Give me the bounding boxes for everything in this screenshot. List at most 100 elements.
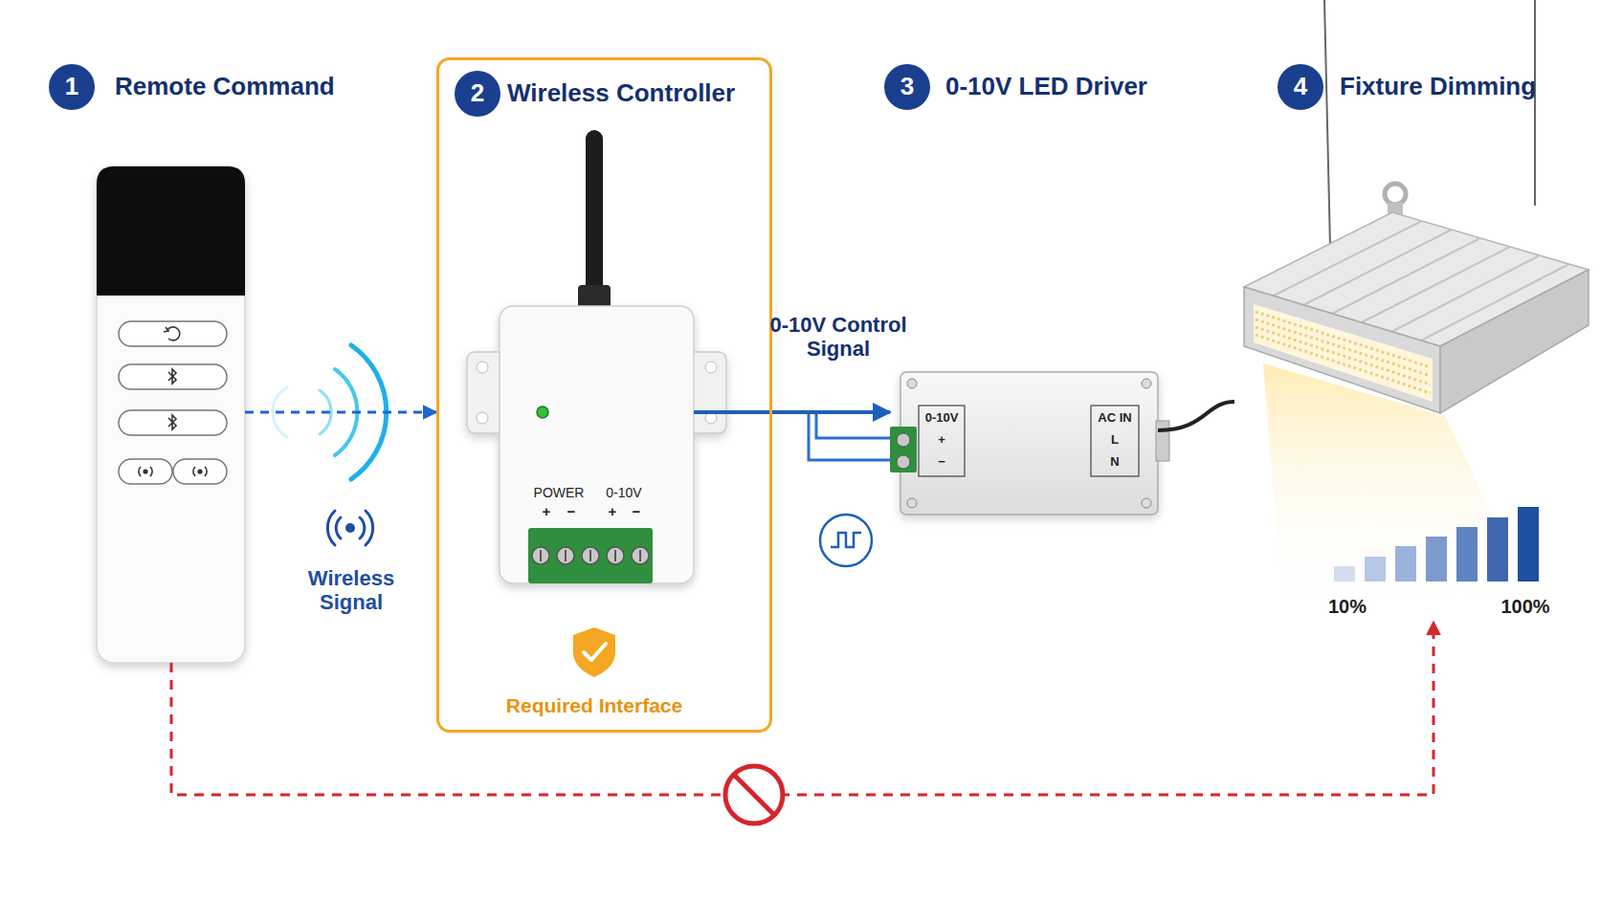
check-shield	[583, 644, 606, 661]
controller-node: POWER 0-10V	[499, 306, 694, 584]
light-fixture	[1255, 319, 1431, 377]
check-shield	[573, 627, 616, 678]
scale-label: 10%	[1328, 596, 1367, 619]
led-driver	[1141, 498, 1152, 509]
light-fixture	[1273, 221, 1423, 296]
wireless-icon	[345, 523, 356, 534]
step-heading: Fixture Dimming	[1339, 72, 1536, 102]
required-interface-box: Wireless ControllerRequired InterfacePOW…	[436, 57, 773, 734]
remote-control	[96, 166, 245, 664]
light-fixture	[1244, 0, 1589, 603]
controller-device	[532, 547, 550, 565]
remote-buttons	[118, 321, 227, 485]
signal-wires	[808, 412, 892, 461]
controller-device	[639, 550, 642, 562]
light-fixture	[1255, 334, 1431, 394]
step-heading: Wireless Controller	[507, 79, 735, 109]
fixture-node: Fixture Dimming	[1234, 183, 1592, 623]
light-fixture	[1255, 311, 1431, 368]
controller-device	[536, 406, 549, 419]
controller-device	[528, 528, 653, 584]
light-fixture	[1253, 304, 1433, 402]
control-signal-arrow	[693, 410, 890, 415]
light-fixture	[1324, 0, 1331, 247]
callout-number: 4	[1293, 72, 1308, 102]
button-icons	[163, 327, 169, 333]
prohibition-sign	[725, 766, 783, 824]
light-fixture	[1255, 327, 1431, 385]
square-wave-icon	[820, 514, 872, 567]
led-driver	[889, 372, 1170, 515]
callout-number: 3	[900, 72, 914, 102]
edge-label: 0-10V Control Signal	[761, 312, 915, 362]
controller-device	[581, 547, 600, 565]
light-fixture	[1303, 229, 1452, 306]
light-fixture	[1263, 363, 1532, 603]
wireless-arrow	[244, 411, 437, 415]
check-shield	[573, 627, 616, 678]
pin-label: +	[608, 503, 618, 520]
controller-device	[476, 412, 489, 424]
wireless-icon	[327, 511, 373, 546]
led-driver	[900, 372, 1158, 515]
dimming-bars	[1333, 566, 1356, 582]
button-icons	[143, 469, 148, 474]
dimming-bars	[1456, 527, 1478, 582]
step-circles	[48, 64, 95, 111]
step-heading: Remote Command	[114, 72, 335, 102]
led-driver	[896, 455, 911, 469]
light-fixture	[1332, 238, 1481, 314]
button-icons	[168, 415, 177, 430]
button-icons	[138, 327, 207, 477]
step-circles	[48, 64, 1324, 117]
led-driver	[1141, 378, 1152, 389]
controller-device	[540, 550, 641, 562]
step-circles	[1277, 64, 1324, 111]
led-driver	[889, 426, 917, 473]
controller-device	[466, 306, 727, 584]
power-cable	[1157, 401, 1235, 431]
pin-label: AC IN	[1097, 411, 1132, 426]
button-icons	[167, 327, 180, 341]
scale-label: 100%	[1500, 596, 1550, 619]
dimming-bars	[1395, 546, 1417, 582]
controller-device	[585, 130, 603, 298]
square-wave-icon	[830, 533, 862, 548]
led-driver	[1155, 421, 1170, 462]
prohibition-sign	[725, 766, 783, 824]
remote-node: Remote Command	[96, 166, 245, 664]
terminal-label: 0-10V	[605, 485, 642, 501]
square-wave-icon	[820, 514, 872, 567]
wireless-icon	[327, 511, 373, 546]
pin-label: L	[1111, 433, 1119, 448]
light-fixture	[1244, 287, 1441, 414]
controller-device	[606, 547, 624, 565]
step-circles	[454, 70, 501, 117]
controller-device	[564, 550, 567, 562]
controller-device	[556, 547, 575, 565]
led-driver	[907, 378, 917, 389]
controller-device	[476, 361, 489, 374]
remote-buttons	[118, 364, 227, 390]
remote-control	[96, 166, 245, 296]
controller-device	[532, 547, 649, 565]
signal-wires	[808, 412, 892, 461]
pin-label: 0-10V	[925, 411, 959, 426]
signal-wires	[816, 412, 892, 439]
light-fixture	[1384, 183, 1406, 205]
controller-device	[631, 547, 649, 565]
pin-label: −	[632, 503, 642, 520]
dimming-bars	[1487, 517, 1509, 582]
blocked-path	[171, 622, 1434, 796]
led-driver	[907, 498, 917, 509]
dimming-bars	[1364, 556, 1386, 582]
pin-label: N	[1110, 455, 1119, 470]
terminal-label: POWER	[533, 485, 585, 501]
step-circles	[884, 64, 931, 111]
wireless-icon	[335, 517, 365, 539]
